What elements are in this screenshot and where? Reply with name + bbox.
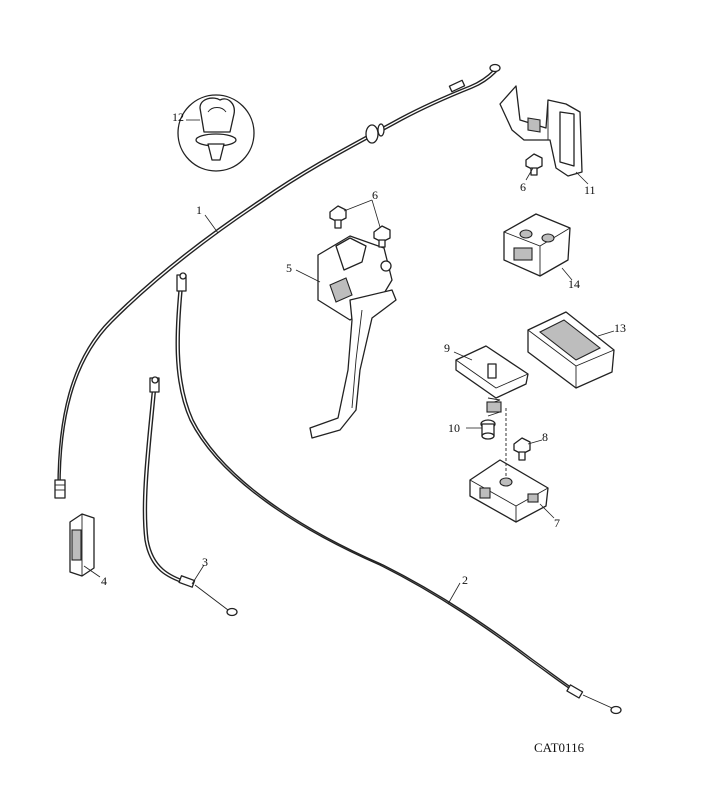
- callout-14: 14: [568, 277, 580, 291]
- callout-13: 13: [614, 321, 626, 335]
- callout-1: 1: [196, 203, 202, 217]
- part-8-bolt: [513, 437, 531, 461]
- part-12-clip-detail: [177, 94, 255, 172]
- callout-9: 9: [444, 341, 450, 355]
- callout-5: 5: [286, 261, 292, 275]
- part-2-cable: [175, 272, 622, 715]
- callout-labels: 1 2 3 4 5 6 6 7 8 9 10 11 12 13 14: [101, 110, 626, 588]
- part-9-plate: [455, 345, 529, 399]
- part-3-cable: [142, 376, 238, 617]
- callout-8: 8: [542, 430, 548, 444]
- part-1-cable: [54, 63, 501, 499]
- spring: [486, 397, 502, 417]
- part-5-lever: [309, 235, 397, 439]
- part-13-cover: [527, 311, 615, 389]
- part-4-clip: [69, 513, 95, 577]
- callout-6-center: 6: [372, 188, 378, 202]
- part-10-stud: [480, 419, 496, 440]
- catalog-code: CAT0116: [534, 740, 585, 755]
- callout-12: 12: [172, 110, 184, 124]
- callout-7: 7: [554, 516, 560, 530]
- callout-6-right: 6: [520, 180, 526, 194]
- part-14-block: [503, 213, 571, 277]
- part-6-bolts: [329, 205, 391, 248]
- callout-4: 4: [101, 574, 107, 588]
- part-6-bolt-right: [525, 153, 543, 176]
- part-7-latch-base: [469, 408, 549, 523]
- leader-lines: [83, 119, 615, 605]
- part-11-bracket: [499, 85, 583, 177]
- callout-10: 10: [448, 421, 460, 435]
- callout-2: 2: [462, 573, 468, 587]
- callout-3: 3: [202, 555, 208, 569]
- callout-11: 11: [584, 183, 596, 197]
